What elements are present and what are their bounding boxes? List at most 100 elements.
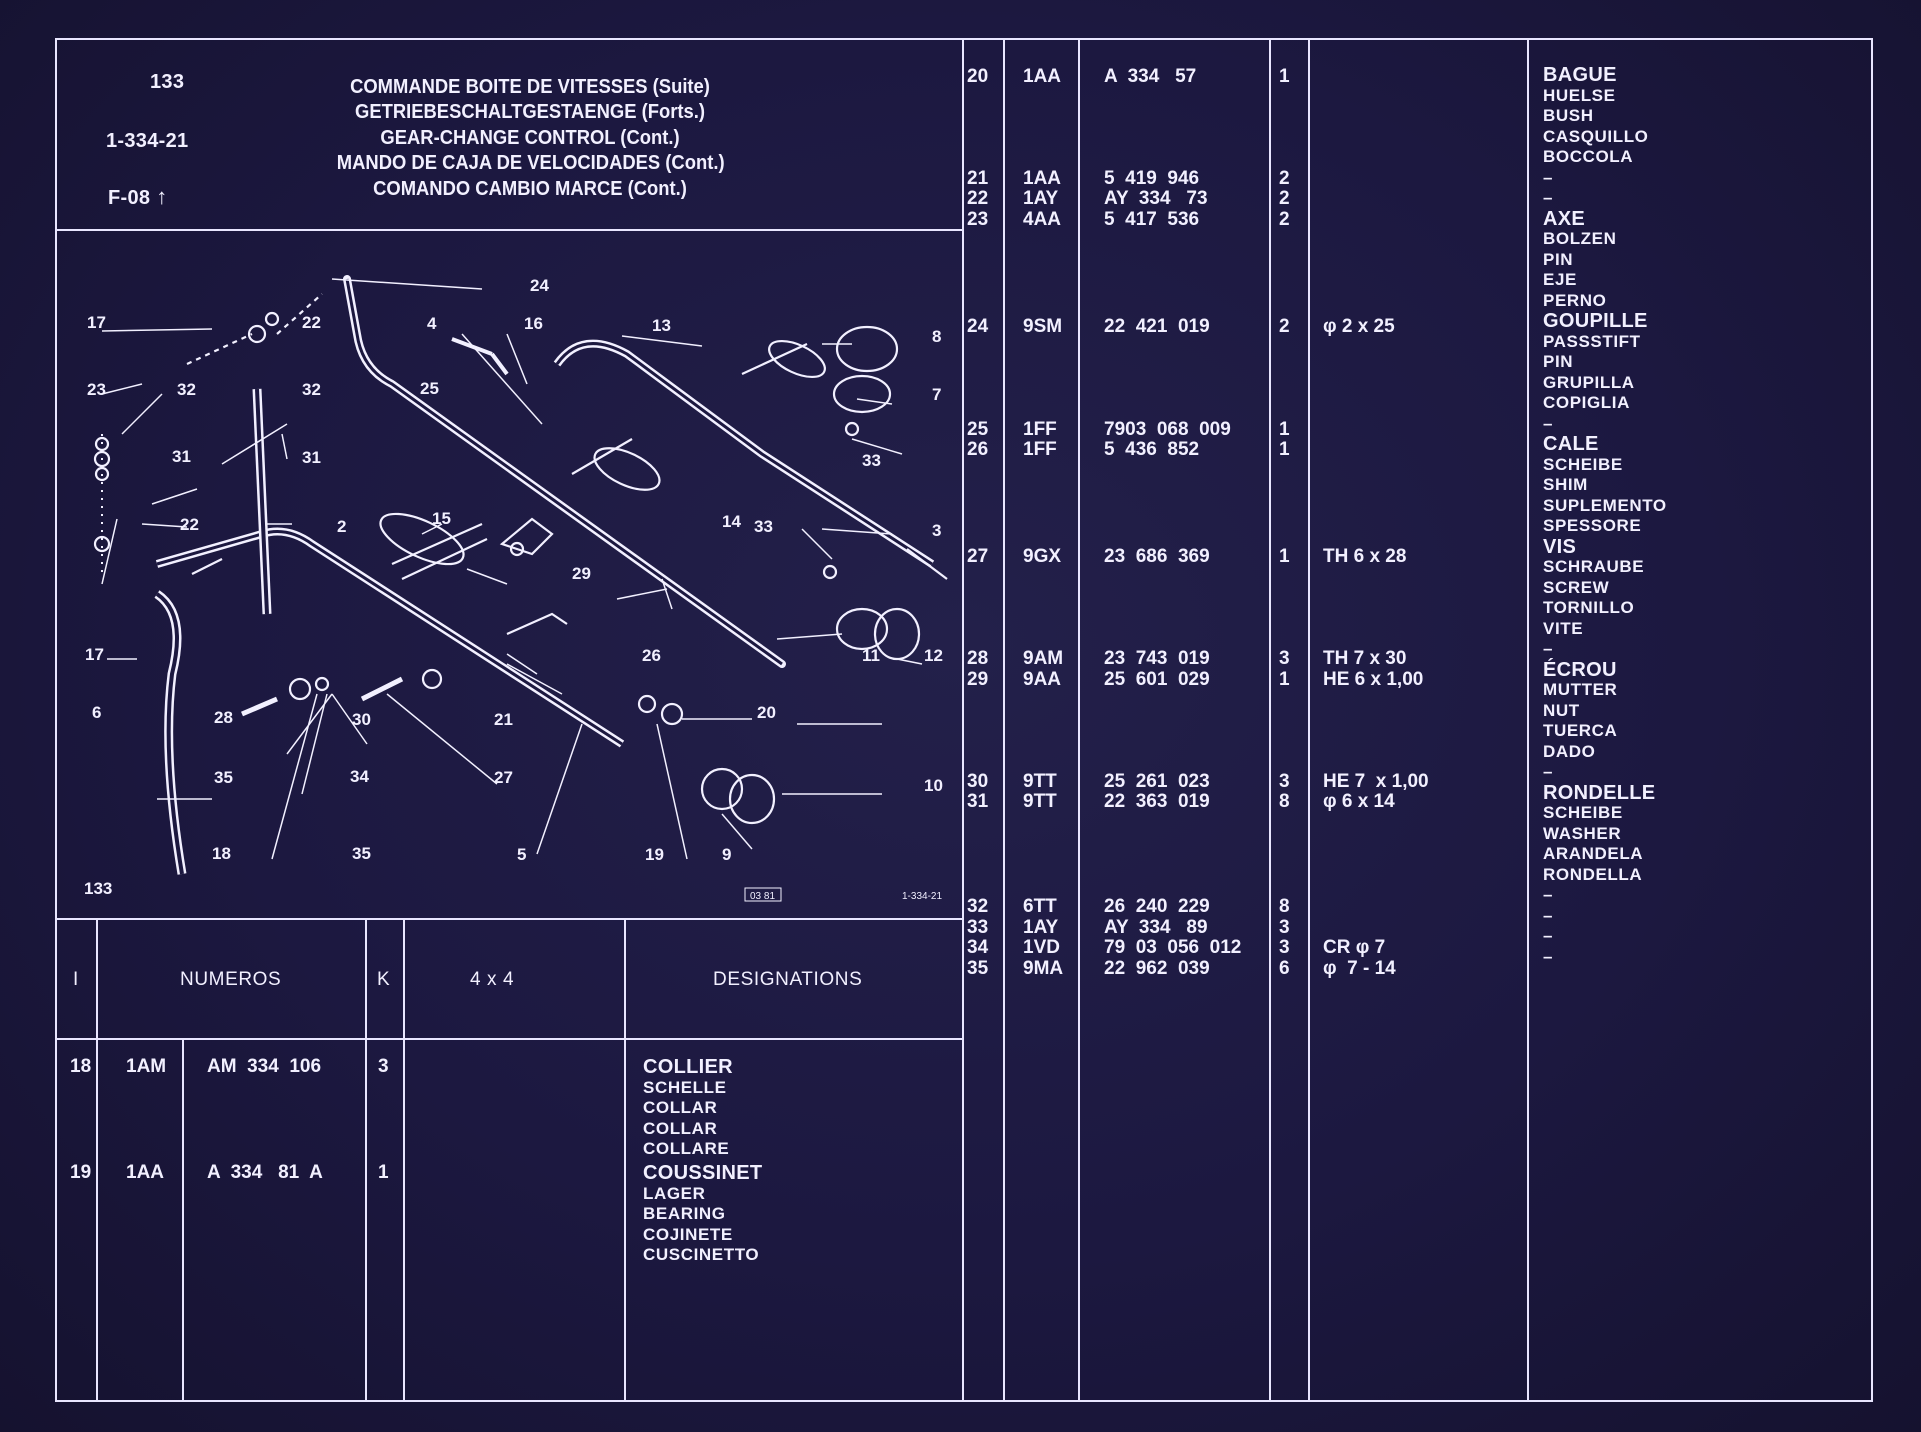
row-number: AY 334 73: [1104, 188, 1208, 209]
row-k: 3: [1279, 937, 1290, 958]
designation-line: –: [1543, 946, 1554, 966]
row-note: φ 6 x 14: [1323, 791, 1395, 812]
callout-31: 31: [172, 447, 191, 466]
callout-2: 2: [337, 517, 346, 536]
row-number: 25 601 029: [1104, 669, 1210, 690]
designation-line: –: [1543, 905, 1554, 925]
designation-line: BOLZEN: [1543, 229, 1617, 248]
designation-line: NUT: [1543, 700, 1580, 720]
cup-part-9: [700, 767, 744, 811]
table-top-rule: [55, 918, 964, 920]
row-note: HE 6 x 1,00: [1323, 669, 1424, 690]
designation-heading: RONDELLE: [1543, 781, 1656, 804]
designation-line: –: [1543, 762, 1554, 781]
callout-22: 22: [180, 515, 199, 534]
callout-28: 28: [214, 708, 233, 727]
callout-27: 27: [494, 768, 513, 787]
screws-27-28: [241, 676, 404, 717]
row-k: 1: [1279, 546, 1290, 567]
callout-33: 33: [862, 451, 881, 470]
row-index: 20: [967, 66, 989, 87]
callout-11: 11: [862, 646, 880, 665]
row-number: A 334 81 A: [207, 1162, 323, 1183]
designation-line: MUTTER: [1543, 680, 1618, 699]
figure-ref: F-08 ↑: [108, 186, 168, 209]
col-header-variant: 4 x 4: [470, 969, 515, 990]
designation-line: SCREW: [1543, 577, 1610, 597]
page-frame: [55, 38, 1873, 1402]
designation-line: PASSSTIFT: [1543, 331, 1641, 351]
callout-5: 5: [517, 845, 526, 864]
callout-35: 35: [214, 768, 233, 787]
date-stamp-box: [744, 887, 782, 902]
designation-line: COLLAR: [643, 1098, 718, 1117]
row-number: 22 421 019: [1104, 316, 1210, 337]
date-stamp: 03 81: [750, 891, 775, 902]
bush-part-20: [660, 702, 684, 726]
row-index: 27: [967, 546, 989, 567]
row-number: 22 363 019: [1104, 791, 1210, 812]
designation-line: –: [1543, 639, 1554, 658]
leader-lines: [101, 278, 923, 860]
designation-line: SCHEIBE: [1543, 454, 1623, 474]
designation-line: –: [1543, 926, 1554, 945]
row-code: 9SM: [1023, 316, 1063, 337]
designation-line: SCHRAUBE: [1543, 557, 1645, 576]
row-number: 25 261 023: [1104, 771, 1210, 792]
title-line: MANDO DE CAJA DE VELOCIDADES (Cont.): [336, 152, 725, 174]
callout-23: 23: [87, 380, 106, 399]
col-header-numeros: NUMEROS: [180, 969, 282, 990]
row-note: TH 6 x 28: [1323, 546, 1407, 567]
nut-part-30: [288, 677, 312, 701]
callout-30: 30: [352, 710, 371, 729]
col-header-index: I: [73, 969, 79, 990]
row-code: 1AA: [126, 1162, 165, 1183]
callout-4: 4: [427, 314, 437, 333]
row-note: TH 7 x 30: [1323, 648, 1407, 669]
rcol-sep-code: [1078, 38, 1080, 1402]
callout-35: 35: [352, 844, 371, 863]
designation-heading: COLLIER: [643, 1056, 733, 1078]
row-code: 1AM: [126, 1056, 167, 1077]
row-code: 1AY: [1023, 188, 1059, 209]
row-index: 24: [967, 316, 989, 337]
row-code: 1AA: [1023, 168, 1062, 189]
washer-stack-3: [94, 466, 110, 482]
designation-line: COPIGLIA: [1543, 393, 1630, 412]
title-line: COMANDO CAMBIO MARCE (Cont.): [373, 178, 687, 200]
boot-part-14: [379, 512, 465, 566]
designation-heading: COUSSINET: [643, 1162, 763, 1184]
washer-part-33b: [844, 421, 860, 437]
parts-drawing: [93, 275, 948, 875]
washer-part-34: [314, 676, 330, 692]
row-number: 7903 068 009: [1104, 419, 1231, 440]
designation-line: HUELSE: [1543, 85, 1616, 105]
callout-24: 24: [530, 276, 549, 295]
rcol-sep-i: [1003, 38, 1005, 1402]
bracket-upper: [741, 343, 808, 375]
row-number: 23 686 369: [1104, 546, 1210, 567]
col-sep-variant: [624, 918, 626, 1402]
reference-number: 1-334-21: [106, 130, 189, 152]
designation-line: PIN: [1543, 249, 1574, 269]
rod-part-3-inner: [555, 342, 933, 566]
designation-heading: AXE: [1543, 207, 1586, 230]
designation-line: BUSH: [1543, 106, 1594, 125]
designation-line: VITE: [1543, 618, 1584, 638]
row-k: 3: [1279, 648, 1290, 669]
row-code: 1FF: [1023, 439, 1057, 460]
title-line: GETRIEBESCHALTGESTAENGE (Forts.): [355, 101, 705, 123]
pin-part-25: [451, 337, 509, 376]
rod-part-6-inner: [155, 592, 184, 875]
row-code: 1AA: [1023, 66, 1062, 87]
row-code: 9TT: [1023, 791, 1057, 812]
diagram-svg: 1234567891011121314151617171819202122222…: [84, 275, 976, 902]
designation-line: COLLAR: [643, 1118, 718, 1138]
designation-line: SPESSORE: [1543, 516, 1642, 535]
bush-part-19: [637, 694, 657, 714]
designation-line: PIN: [1543, 352, 1574, 371]
row-number: AY 334 89: [1104, 917, 1208, 938]
